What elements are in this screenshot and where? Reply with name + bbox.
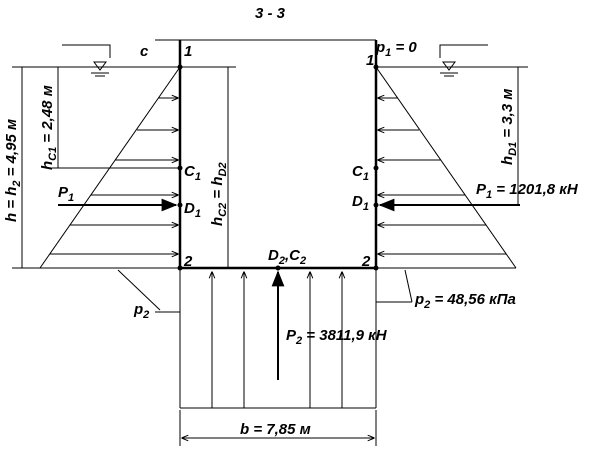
label-c1-left: C1 [184, 163, 201, 183]
label-d1-right: D1 [352, 193, 369, 213]
label-node1-right: 1 [366, 52, 374, 69]
water-level-left-icon [62, 44, 111, 77]
label-hc2-dimension: hC2 = hD2 [209, 162, 229, 226]
nodes [177, 64, 379, 271]
label-h-dimension: h = h2 = 4,95 м [3, 119, 23, 222]
label-hc1-dimension: hC1 = 2,48 м [39, 85, 59, 170]
label-node2-right: 2 [361, 253, 371, 270]
label-p1-left: P1 [58, 184, 74, 204]
water-level-right-icon [439, 44, 488, 77]
label-node2-left: 2 [183, 253, 193, 270]
label-c1-right: C1 [352, 163, 369, 183]
right-pressure-diagram [375, 66, 517, 269]
label-node1-left: 1 [184, 43, 192, 60]
label-p2-force: P2 = 3811,9 кН [286, 327, 388, 347]
label-p1-right: P1 = 1201,8 кН [476, 181, 579, 201]
label-c: c [140, 43, 149, 60]
label-p2-right: p2 = 48,56 кПа [414, 291, 516, 311]
label-p2-left: p2 [133, 301, 149, 321]
base-pressure-diagram [179, 270, 377, 409]
label-p1-zero: p1 = 0 [375, 39, 417, 59]
wall-outline [178, 39, 378, 270]
label-d2-c2: D2,C2 [268, 247, 306, 267]
label-hd1-dimension: hD1 = 3,3 м [499, 89, 519, 165]
section-title: 3 - 3 [255, 5, 286, 22]
label-d1-left: D1 [184, 200, 201, 220]
label-b-dimension: b = 7,85 м [240, 421, 311, 438]
dimension-lines [12, 39, 528, 446]
